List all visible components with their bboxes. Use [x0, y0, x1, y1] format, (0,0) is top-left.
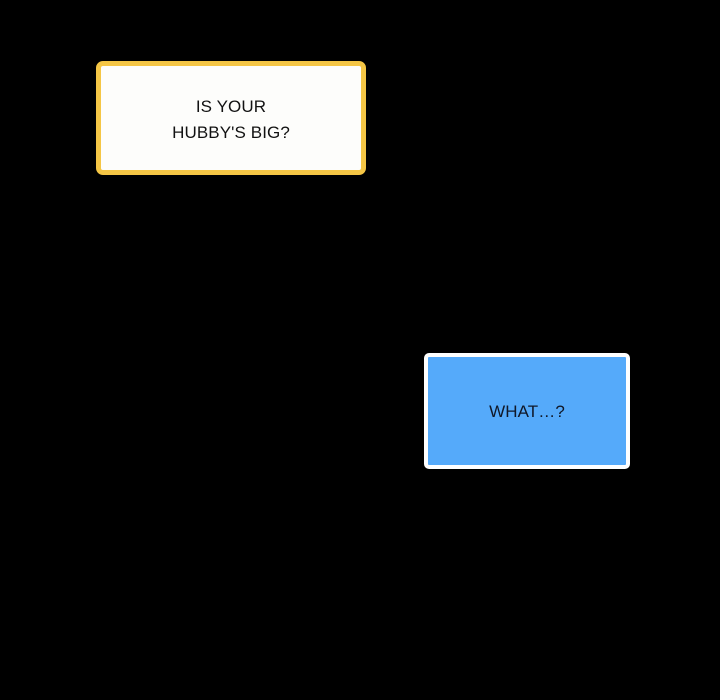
caption-card-hubby-text: IS YOUR HUBBY'S BIG?	[172, 97, 290, 142]
caption-card-hubby[interactable]: IS YOUR HUBBY'S BIG?	[96, 61, 366, 175]
caption-card-what-text: WHAT…?	[489, 402, 565, 421]
caption-card-what[interactable]: WHAT…?	[424, 353, 630, 469]
